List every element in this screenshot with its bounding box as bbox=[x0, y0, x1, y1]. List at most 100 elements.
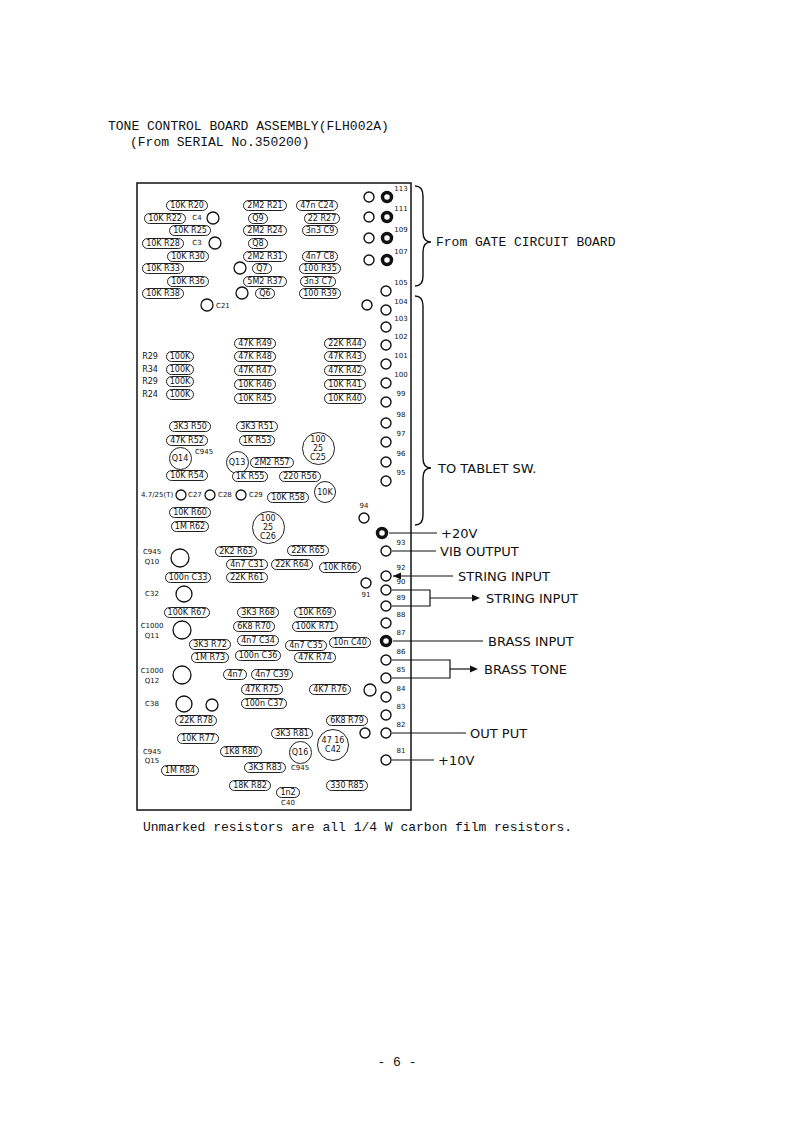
part-label: 47K R74 bbox=[298, 653, 332, 662]
part-label: 47K R75 bbox=[245, 685, 279, 694]
component-body: 2M2 R57 bbox=[250, 457, 293, 468]
part-label: 3K3 R83 bbox=[248, 763, 282, 772]
subtitle: (From SERIAL No.350200) bbox=[130, 135, 309, 150]
part-label: 47n C24 bbox=[300, 201, 334, 210]
part-label: 1K R55 bbox=[236, 472, 265, 481]
part-label: 10K R58 bbox=[271, 493, 305, 502]
part-label: 10K R30 bbox=[171, 252, 205, 261]
part-label: C945 bbox=[143, 748, 161, 756]
part-label: Q12 bbox=[145, 677, 159, 685]
pin-number: 113 bbox=[394, 185, 407, 193]
part-label: 4n7 C34 bbox=[241, 636, 275, 645]
part-label: 3n3 C9 bbox=[306, 226, 334, 235]
part-label: C945 bbox=[195, 448, 213, 456]
solder-pad bbox=[378, 529, 387, 538]
component-body: 1K8 R80 bbox=[220, 746, 262, 757]
part-label: 2M2 R31 bbox=[247, 252, 282, 261]
part-label: 10K R45 bbox=[238, 394, 272, 403]
solder-pad bbox=[381, 546, 391, 556]
part-label: 2K2 R63 bbox=[219, 547, 253, 556]
component-body: 47K R48 bbox=[234, 351, 276, 362]
part-label: 10K R60 bbox=[173, 508, 207, 517]
part-label: 10K R66 bbox=[323, 563, 357, 572]
signal-name: BRASS INPUT bbox=[488, 634, 574, 649]
part-label: Q14 bbox=[172, 454, 188, 463]
solder-pad bbox=[381, 655, 391, 665]
component-body: 47K R49 bbox=[234, 338, 276, 349]
part-label: 100K bbox=[170, 377, 191, 386]
component-body: 3K3 R72 bbox=[189, 639, 231, 650]
pin-number: 90 bbox=[397, 578, 406, 586]
connector-label: TO TABLET SW. bbox=[438, 461, 536, 476]
part-label: C4 bbox=[192, 214, 201, 222]
part-label: 4K7 R76 bbox=[313, 685, 347, 694]
part-label: Q13 bbox=[229, 458, 245, 467]
transistor-symbol bbox=[171, 549, 189, 567]
part-label: 10K R36 bbox=[171, 277, 205, 286]
signal-name: STRING INPUT bbox=[486, 591, 578, 606]
part-label: 2M2 R24 bbox=[247, 226, 282, 235]
solder-pad bbox=[381, 397, 391, 407]
part-label: 3n3 C7 bbox=[304, 277, 332, 286]
part-label: C27 bbox=[188, 491, 202, 499]
pin-number: 102 bbox=[394, 333, 407, 341]
brace-group bbox=[415, 186, 431, 525]
component-body: 10K R46 bbox=[234, 379, 276, 390]
solder-pad bbox=[381, 692, 391, 702]
solder-pad bbox=[359, 513, 369, 523]
pin-number: 89 bbox=[397, 594, 406, 602]
component-body: 3K3 R50 bbox=[169, 421, 211, 432]
part-label: Q7 bbox=[256, 264, 267, 273]
solder-pad bbox=[381, 618, 391, 628]
solder-pad bbox=[381, 601, 391, 611]
component-body: 10K R40 bbox=[324, 393, 366, 404]
part-label: Q15 bbox=[145, 757, 159, 765]
part-label: 100n C36 bbox=[239, 651, 278, 660]
component-body: 1M R84 bbox=[161, 765, 199, 776]
part-label: 220 R56 bbox=[283, 472, 317, 481]
part-label: 4n7 C8 bbox=[306, 252, 334, 261]
part-label: 22K R65 bbox=[291, 546, 325, 555]
solder-pad bbox=[381, 322, 391, 332]
component-body: 100K bbox=[166, 364, 195, 375]
pin-number: 100 bbox=[394, 371, 407, 379]
part-label: 1K R53 bbox=[243, 436, 272, 445]
component-body: 100K R71 bbox=[292, 621, 339, 632]
component-circle: Q16 bbox=[289, 741, 312, 764]
component-body: 100 R35 bbox=[299, 263, 341, 274]
component-body: 3K3 R83 bbox=[244, 762, 286, 773]
board-outline bbox=[137, 183, 411, 810]
part-label: 1M R62 bbox=[175, 522, 205, 531]
part-label: C21 bbox=[216, 302, 230, 310]
pin-number: 94 bbox=[360, 502, 369, 510]
arrowhead bbox=[470, 666, 478, 673]
pin-number: 104 bbox=[394, 298, 407, 306]
part-label: Q8 bbox=[252, 239, 263, 248]
component-body: 3K3 R68 bbox=[237, 607, 279, 618]
part-label: C40 bbox=[281, 799, 295, 807]
solder-pad bbox=[382, 637, 391, 646]
component-body: 22K R65 bbox=[287, 545, 329, 556]
component-body: 100K R67 bbox=[164, 607, 211, 618]
pin-number: 87 bbox=[397, 629, 406, 637]
pin-number: 105 bbox=[394, 279, 407, 287]
pad-group bbox=[359, 192, 391, 765]
leader-line bbox=[393, 640, 483, 641]
signal-name: +10V bbox=[438, 753, 474, 768]
part-label: 47K R42 bbox=[328, 366, 362, 375]
pin-number: 85 bbox=[397, 666, 406, 674]
component-circle: Q14 bbox=[169, 447, 192, 470]
component-body: 47n C24 bbox=[296, 200, 338, 211]
capacitor-symbol bbox=[176, 586, 192, 602]
leader-line bbox=[392, 759, 434, 760]
part-label: 47K R52 bbox=[170, 436, 204, 445]
part-label: 22 R27 bbox=[308, 214, 336, 223]
solder-pad bbox=[364, 233, 374, 243]
solder-pad bbox=[360, 728, 370, 738]
part-label: 10n C40 bbox=[333, 638, 367, 647]
transistor-symbol bbox=[207, 212, 219, 224]
solder-pad bbox=[381, 457, 391, 467]
component-body: 6K8 R70 bbox=[233, 621, 275, 632]
capacitor-symbol bbox=[176, 490, 186, 500]
